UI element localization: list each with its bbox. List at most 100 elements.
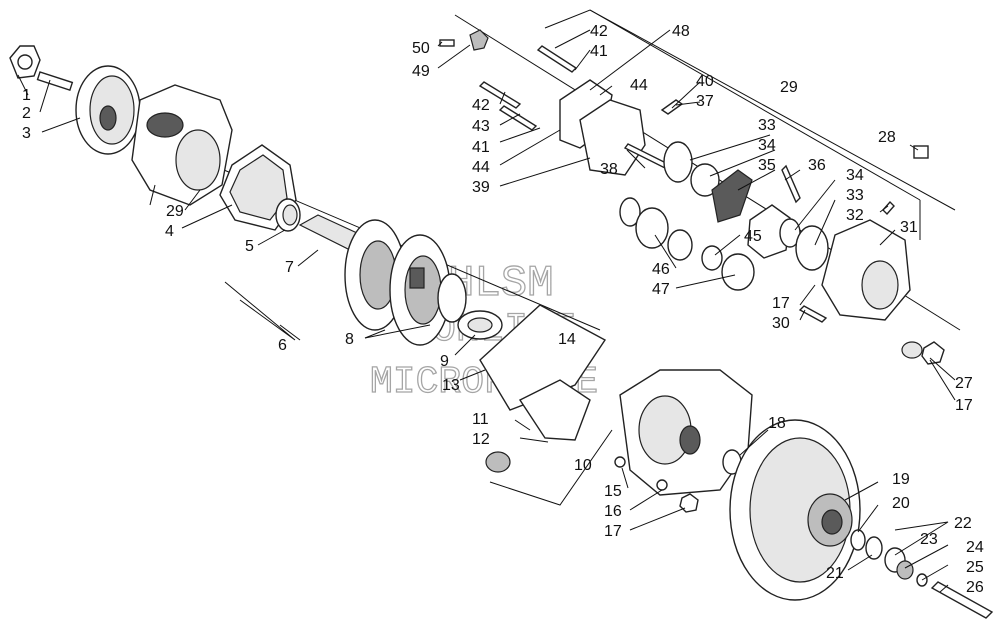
callout-28: 28: [878, 129, 896, 146]
nut-part-17: [679, 493, 699, 513]
callout-6: 6: [278, 337, 287, 354]
housing-part-31-bore: [861, 260, 899, 310]
ring-part-21: [865, 536, 883, 560]
screw-part-32: [882, 200, 895, 216]
callout-41-left: 41: [472, 139, 490, 156]
leader-lines: [17, 9, 956, 593]
callout-15: 15: [604, 483, 622, 500]
callout-29-left: 29: [166, 203, 184, 220]
pin-part-36: [781, 164, 801, 204]
callout-23: 23: [920, 531, 938, 548]
callout-30: 30: [772, 315, 790, 332]
callout-16: 16: [604, 503, 622, 520]
callout-29-right: 29: [780, 79, 798, 96]
screw-part-50: [439, 39, 455, 47]
nut-hole: [17, 54, 33, 70]
ring-part-45: [701, 245, 723, 271]
callout-14: 14: [558, 331, 576, 348]
brake-group: [439, 29, 945, 365]
callout-26: 26: [966, 579, 984, 596]
callout-35: 35: [758, 157, 776, 174]
pad-part-35: [711, 169, 753, 223]
callout-46: 46: [652, 261, 670, 278]
bearing-part-47: [721, 253, 755, 291]
callout-44-top: 44: [630, 77, 648, 94]
knob-part-12: [485, 451, 511, 473]
callout-33-right: 33: [846, 187, 864, 204]
bearing-part-8: [437, 273, 467, 323]
callout-24: 24: [966, 539, 984, 556]
callout-25: 25: [966, 559, 984, 576]
callout-9: 9: [440, 353, 449, 370]
callout-36: 36: [808, 157, 826, 174]
washer-part-16: [656, 479, 668, 491]
callout-13: 13: [442, 377, 460, 394]
callout-27: 27: [955, 375, 973, 392]
callout-47: 47: [652, 281, 670, 298]
callout-34-right: 34: [846, 167, 864, 184]
callout-12: 12: [472, 431, 490, 448]
callout-8: 8: [345, 331, 354, 348]
callout-19: 19: [892, 471, 910, 488]
bolt-part-43: [498, 105, 538, 131]
callout-42-left: 42: [472, 97, 490, 114]
caliper-part-39: [579, 99, 646, 176]
callout-18: 18: [768, 415, 786, 432]
sheave-hub: [99, 105, 117, 131]
nut-part-17-right: [921, 341, 945, 365]
callouts: 1 2 3 4 5 6 7 8 9 10 11 12 13 14 15 16 1…: [22, 23, 984, 596]
drive-clutch-group: [9, 45, 301, 232]
callout-34-top: 34: [758, 137, 776, 154]
callout-17-right: 17: [955, 397, 973, 414]
gasket-part-13: [479, 304, 607, 411]
callout-20: 20: [892, 495, 910, 512]
fitting-part-49: [469, 29, 489, 51]
callout-33-top: 33: [758, 117, 776, 134]
callout-21: 21: [826, 565, 844, 582]
bearing-part-46: [635, 207, 669, 249]
ring-part-34: [690, 163, 720, 197]
washer-part-15: [614, 456, 626, 468]
callout-31: 31: [900, 219, 918, 236]
callout-7: 7: [285, 259, 294, 276]
callout-22: 22: [954, 515, 972, 532]
callout-3: 3: [22, 125, 31, 142]
bolt-part-26: [930, 581, 994, 619]
ring-part-20: [850, 529, 866, 551]
callout-11: 11: [472, 411, 489, 428]
callout-17-bottom: 17: [604, 523, 622, 540]
callout-43: 43: [472, 118, 490, 135]
bolt-part-2: [36, 71, 74, 91]
callout-41-top: 41: [590, 43, 608, 60]
washer-part-24: [896, 560, 914, 580]
plate-part: [747, 204, 791, 259]
seal-part-9-inner: [467, 317, 493, 333]
callout-45: 45: [744, 228, 762, 245]
callout-37: 37: [696, 93, 714, 110]
callout-2: 2: [22, 105, 31, 122]
bolt-part-30: [798, 305, 828, 323]
housing-detail: [146, 112, 184, 138]
callout-1: 1: [22, 87, 31, 104]
drive-shaft-group: [298, 214, 503, 346]
callout-48: 48: [672, 23, 690, 40]
housing-bore: [175, 129, 221, 191]
callout-4: 4: [165, 223, 174, 240]
callout-17-middle: 17: [772, 295, 790, 312]
callout-49: 49: [412, 63, 430, 80]
sheave-part-19-bore: [821, 509, 843, 535]
bracket-part-10: [518, 379, 591, 441]
callout-40: 40: [696, 73, 714, 90]
sprocket-spline: [409, 267, 425, 289]
washer-part-27: [901, 341, 923, 359]
callout-44-left: 44: [472, 159, 490, 176]
callout-42-top: 42: [590, 23, 608, 40]
bushing-part-33-right: [795, 225, 829, 271]
seal-part-46: [667, 229, 693, 261]
chaincase-group: [479, 304, 753, 513]
sprocket-right-hub: [404, 255, 442, 325]
seal-part-45-left: [619, 197, 641, 227]
callout-39: 39: [472, 179, 490, 196]
